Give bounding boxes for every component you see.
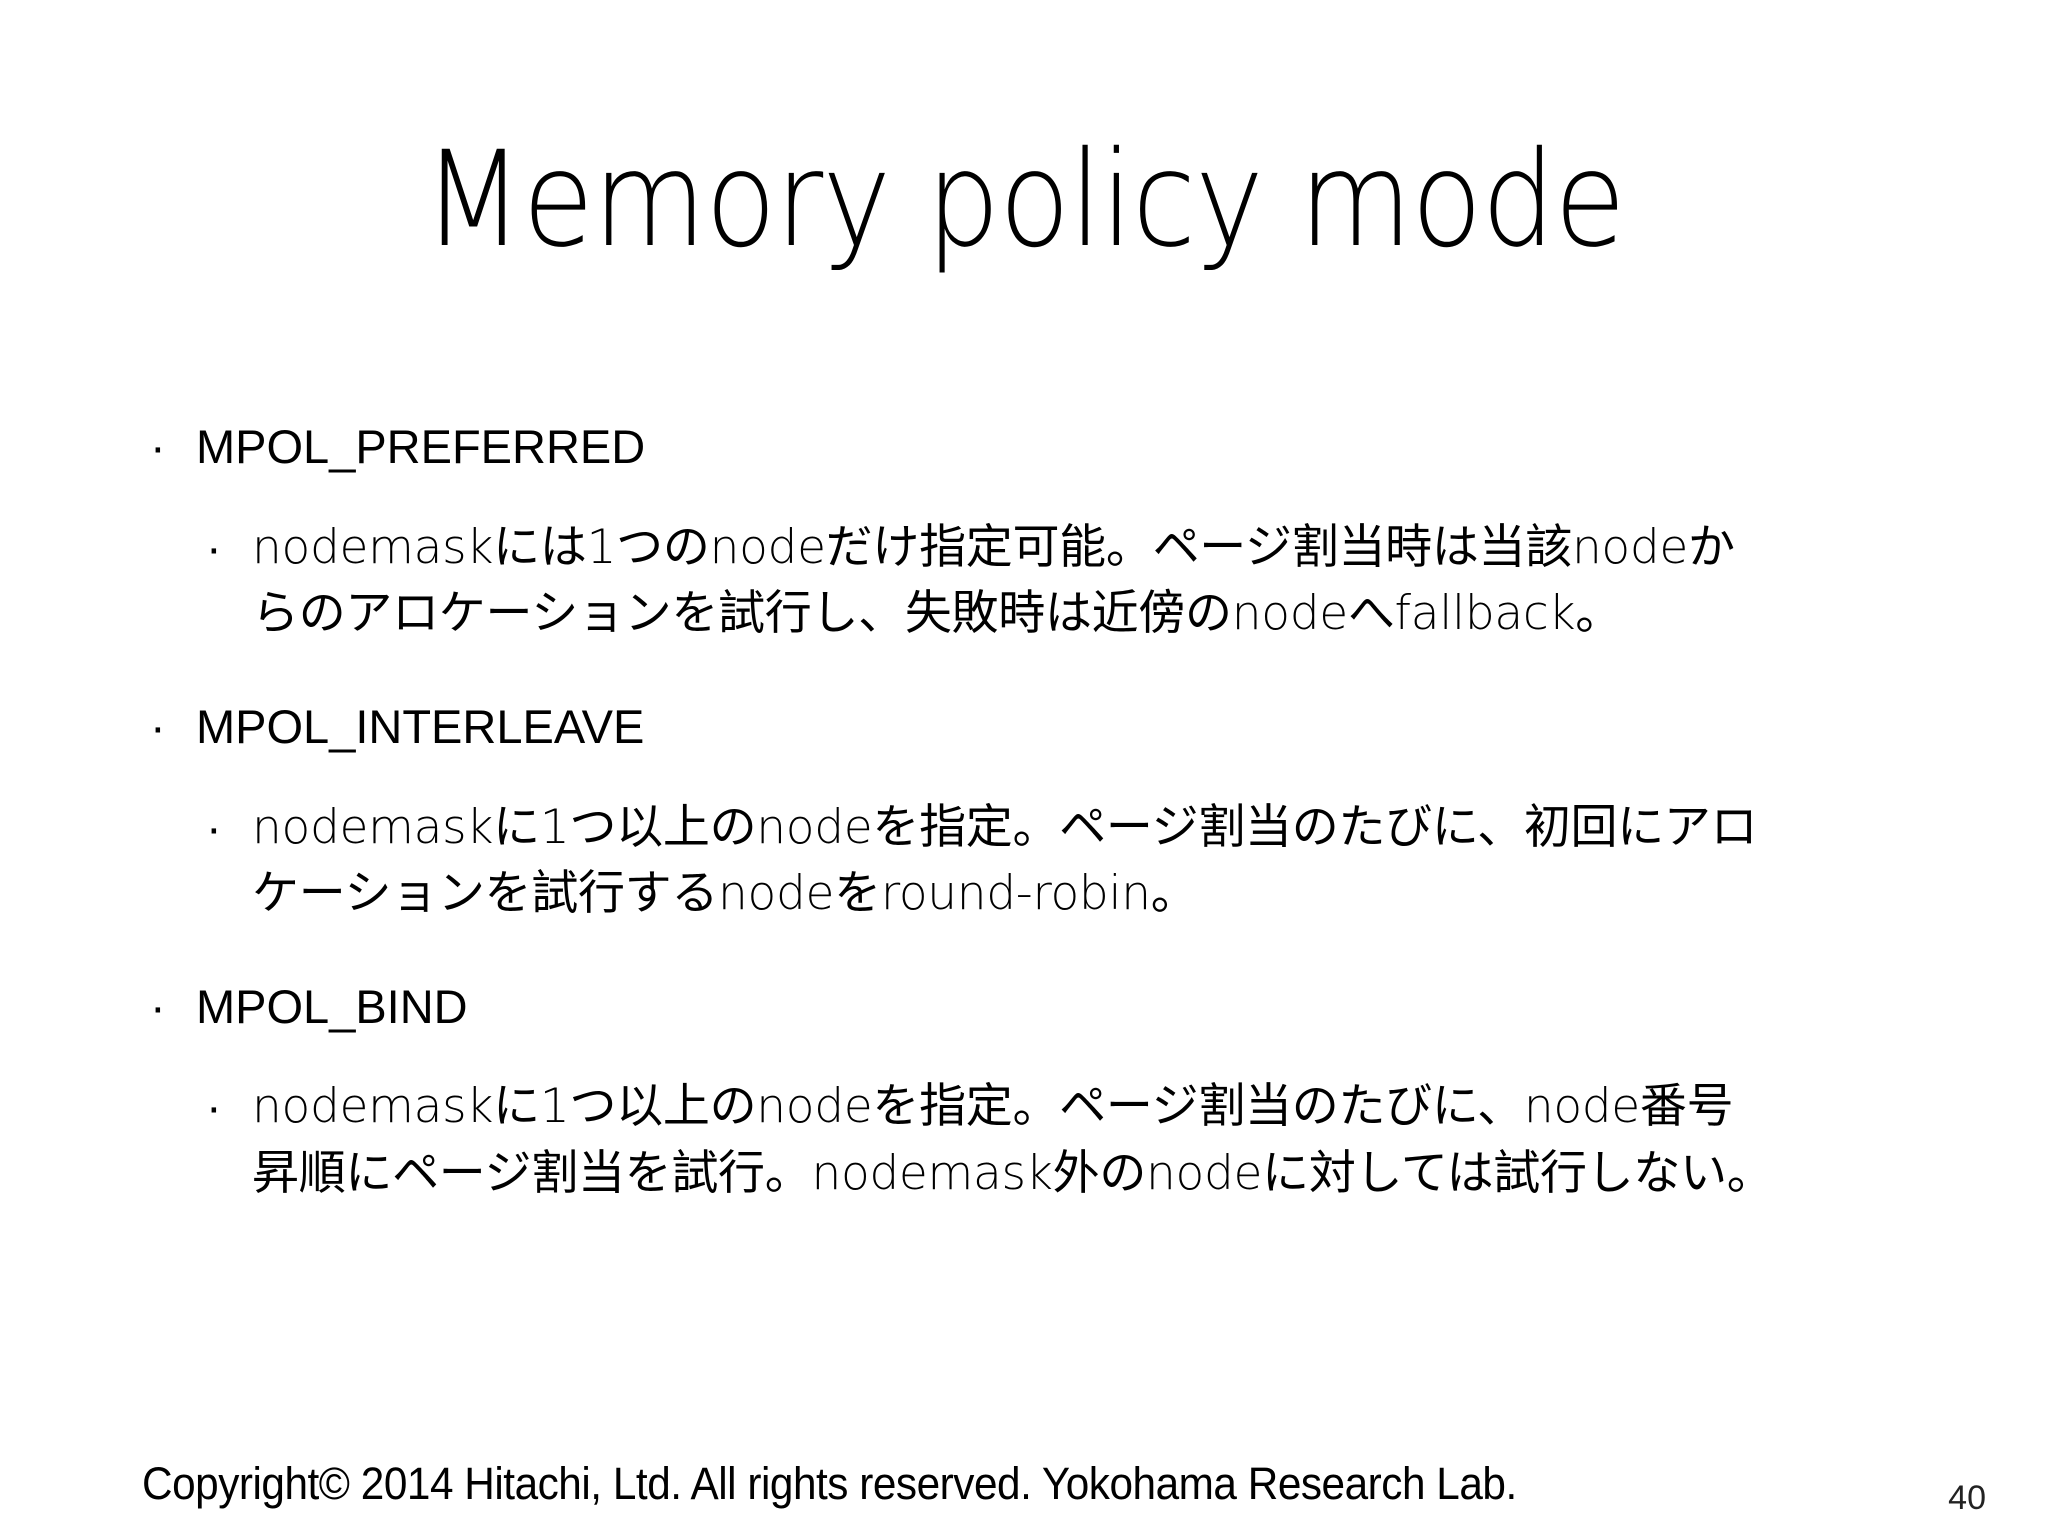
copyright-footer: Copyright© 2014 Hitachi, Ltd. All rights… (142, 1458, 1517, 1509)
sub-bullet-mpol-bind: · nodemaskに1つ以上のnodeを指定。ページ割当のたびに、node番号… (186, 1074, 1952, 1207)
bullet-item-mpol-interleave: · MPOL_INTERLEAVE (128, 700, 1958, 755)
policy-group-mpol-bind: · MPOL_BIND · nodemaskに1つ以上のnodeを指定。ページ割… (128, 980, 1958, 1208)
bullet-dot-icon: · (206, 800, 222, 854)
sub-bullet-mpol-interleave: · nodemaskに1つ以上のnodeを指定。ページ割当のたびに、初回にアロ … (186, 795, 1952, 928)
sub-bullet-line: nodemaskには1つのnodeだけ指定可能。ページ割当時は当該nodeか (252, 519, 1735, 575)
sub-bullet-line: ケーションを試行するnodeをround-robin。 (252, 866, 1198, 922)
bullet-dot-icon: · (206, 1080, 222, 1134)
bullet-dot-icon: · (150, 699, 166, 753)
sub-bullet-line: nodemaskに1つ以上のnodeを指定。ページ割当のたびに、node番号 (252, 1079, 1734, 1135)
sub-bullet-line: 昇順にページ割当を試行。nodemask外のnodeに対しては試行しない。 (252, 1146, 1774, 1202)
bullet-label: MPOL_INTERLEAVE (196, 699, 645, 753)
bullet-dot-icon: · (150, 979, 166, 1033)
bullet-item-mpol-bind: · MPOL_BIND (128, 980, 1958, 1035)
bullet-item-mpol-preferred: · MPOL_PREFERRED (128, 420, 1958, 475)
content-list: · MPOL_PREFERRED · nodemaskには1つのnodeだけ指定… (128, 420, 1958, 1208)
sub-bullet-line: らのアロケーションを試行し、失敗時は近傍のnodeへfallback。 (252, 586, 1623, 642)
bullet-label: MPOL_BIND (196, 979, 468, 1033)
sub-bullet-mpol-preferred: · nodemaskには1つのnodeだけ指定可能。ページ割当時は当該nodeか… (186, 515, 1952, 648)
page-title: Memory policy mode (423, 123, 1626, 277)
policy-group-mpol-preferred: · MPOL_PREFERRED · nodemaskには1つのnodeだけ指定… (128, 420, 1958, 648)
bullet-dot-icon: · (150, 420, 166, 473)
policy-group-mpol-interleave: · MPOL_INTERLEAVE · nodemaskに1つ以上のnodeを指… (128, 700, 1958, 928)
bullet-label: MPOL_PREFERRED (196, 420, 646, 473)
bullet-dot-icon: · (206, 520, 222, 574)
sub-bullet-line: nodemaskに1つ以上のnodeを指定。ページ割当のたびに、初回にアロ (252, 799, 1758, 855)
page-number: 40 (1948, 1479, 1986, 1517)
